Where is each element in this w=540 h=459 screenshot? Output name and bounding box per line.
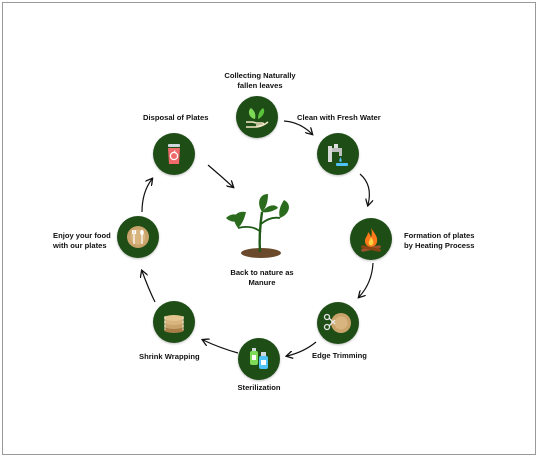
center-label-line2: Manure	[248, 278, 276, 287]
recycle-bin-icon	[168, 144, 180, 164]
arrow-enjoy-to-disposal	[141, 179, 152, 213]
step-collecting-line2: fallen leaves	[237, 81, 283, 90]
step-clean-label: Clean with Fresh Water	[297, 113, 381, 122]
step-disposal-label: Disposal of Plates	[143, 113, 209, 122]
step-formation-line1: Formation of plates	[404, 231, 475, 240]
water-tap-icon	[328, 144, 348, 166]
arrow-trimming-to-sterilization	[287, 341, 317, 356]
arrow-wrapping-to-enjoy	[142, 271, 156, 303]
arrow-collect-to-clean	[283, 120, 312, 134]
step-formation-circle	[350, 218, 392, 260]
step-enjoy-circle	[117, 216, 159, 258]
arrow-formation-to-trimming	[359, 262, 374, 297]
sprout-icon	[226, 194, 289, 258]
step-wrapping-circle	[153, 301, 195, 343]
center-plant-illustration	[224, 190, 294, 260]
step-sterilization-circle	[238, 338, 280, 380]
arrow-clean-to-formation	[359, 173, 369, 205]
step-trimming-circle	[317, 302, 359, 344]
step-collecting-line1: Collecting Naturally	[224, 71, 296, 80]
step-collecting-circle	[236, 96, 278, 138]
fire-icon	[361, 228, 381, 252]
step-disposal-circle	[153, 133, 195, 175]
step-trimming-label: Edge Trimming	[312, 351, 367, 360]
step-formation-line2: by Heating Process	[404, 241, 475, 250]
step-sterilization-label: Sterilization	[237, 383, 281, 392]
center-label-line1: Back to nature as	[230, 268, 294, 277]
center-label: Back to nature as Manure	[212, 268, 312, 288]
stacked-plates-icon	[164, 315, 184, 333]
leaves-hand-icon	[246, 108, 269, 128]
step-enjoy-line1: Enjoy your food	[53, 231, 111, 240]
step-clean-circle	[317, 133, 359, 175]
step-formation-label: Formation of plates by Heating Process	[404, 231, 474, 251]
plate-fork-spoon-icon	[127, 226, 149, 248]
step-wrapping-label: Shrink Wrapping	[139, 352, 200, 361]
step-enjoy-line2: with our plates	[53, 241, 107, 250]
step-enjoy-label: Enjoy your food with our plates	[53, 231, 111, 251]
scissors-plate-icon	[323, 313, 351, 333]
arrow-disposal-to-center	[207, 164, 233, 187]
diagram-frame	[2, 2, 536, 455]
step-collecting-label: Collecting Naturally fallen leaves	[202, 71, 318, 91]
arrow-sterilization-to-wrapping	[203, 340, 239, 354]
sanitizer-bottles-icon	[250, 348, 268, 369]
